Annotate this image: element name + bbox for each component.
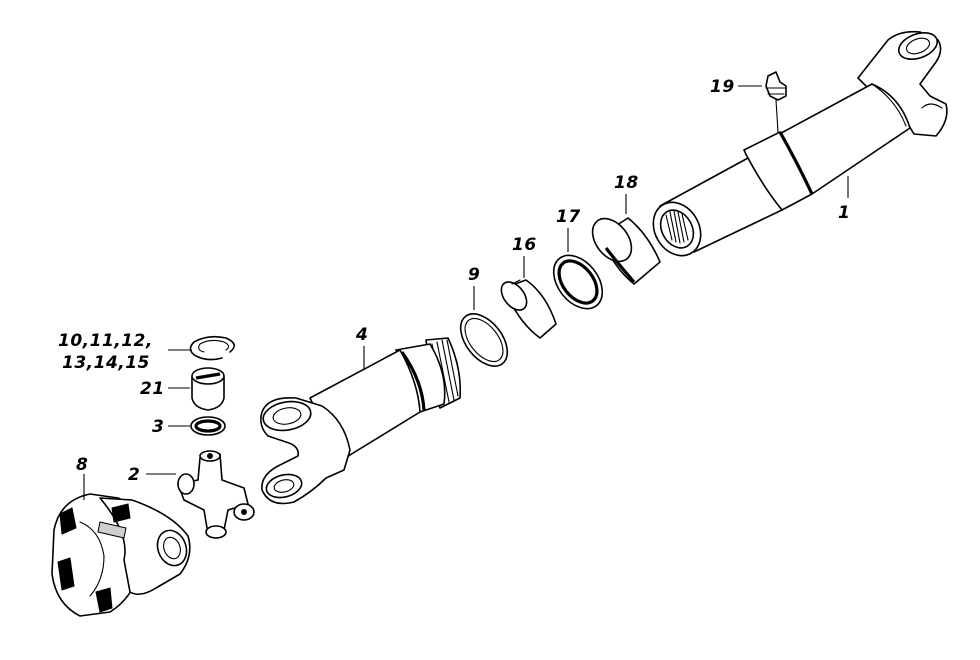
callout-10-line1: 10,11,12, <box>58 331 153 351</box>
callout-19: 19 <box>710 77 735 97</box>
part-8-flange-yoke <box>51 493 191 617</box>
part-18-bearing-cup <box>591 217 661 285</box>
callout-9: 9 <box>468 265 480 285</box>
callout-21: 21 <box>140 379 165 399</box>
part-10-15-snap-ring <box>189 335 235 361</box>
callout-17: 17 <box>556 207 581 227</box>
callout-1: 1 <box>838 203 850 223</box>
callout-4: 4 <box>355 325 368 345</box>
callout-2: 2 <box>128 465 140 485</box>
callout-18: 18 <box>614 173 639 193</box>
part-1-tube-yoke <box>652 30 948 257</box>
leader-lines <box>83 85 849 500</box>
part-4-slip-yoke <box>260 337 462 505</box>
part-17-seal-ring <box>552 254 604 310</box>
callout-16: 16 <box>512 235 537 255</box>
part-2-u-joint-cross <box>177 450 255 539</box>
callout-10-line2: 13,14,15 <box>62 353 150 373</box>
callout-3: 3 <box>152 417 164 437</box>
part-19-grease-fitting <box>765 71 787 133</box>
callout-labels: 1 19 18 17 16 9 4 10,11,12, 13,14,15 21 … <box>58 77 850 485</box>
part-3-washer <box>190 416 226 436</box>
part-16-sleeve <box>500 279 557 339</box>
part-9-snap-ring <box>459 313 509 367</box>
callout-8: 8 <box>76 455 88 475</box>
part-21-bearing-cap <box>191 367 225 411</box>
